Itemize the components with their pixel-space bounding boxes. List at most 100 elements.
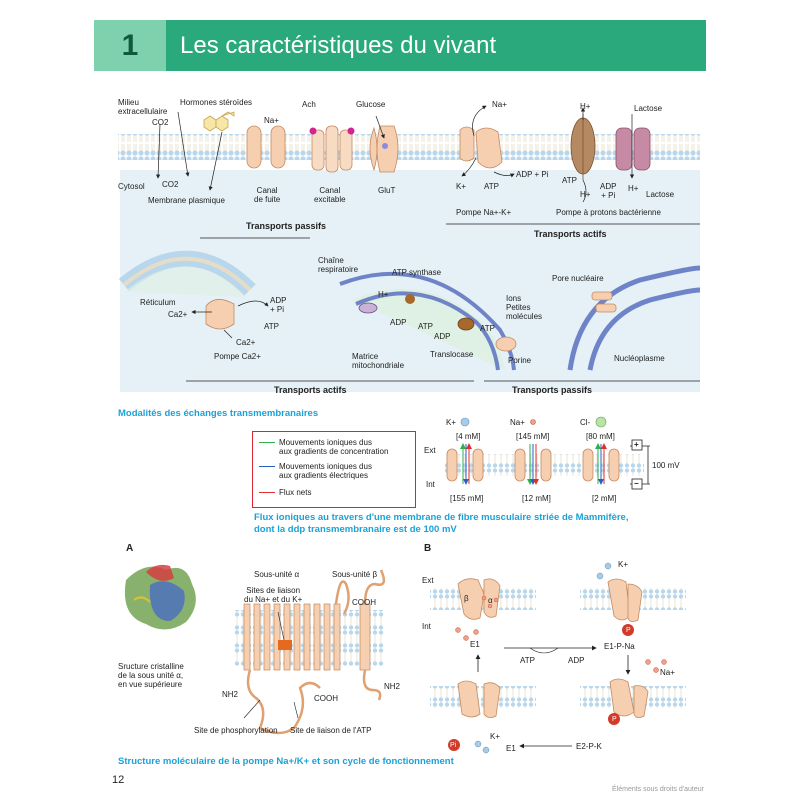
label-ext: Ext [424, 446, 436, 455]
label-glucose: Glucose [356, 100, 386, 109]
atp-synthase [405, 294, 415, 304]
label-nh2-1: NH2 [222, 690, 239, 699]
legend-item-net: Flux nets [259, 488, 311, 497]
panel-a-letter: A [126, 543, 134, 554]
translocase [457, 317, 475, 331]
ion-channels [446, 448, 620, 482]
label-porine: Porine [508, 356, 532, 365]
label-atp2: ATP [562, 176, 577, 185]
phosphate-circle [608, 713, 620, 725]
binding-sites [278, 640, 292, 650]
k-ion [460, 417, 470, 427]
label-adp1: ADP [390, 318, 407, 327]
caption-flux: Flux ioniques au travers d'une membrane … [254, 512, 629, 535]
label-atp-mid: ATP [264, 322, 279, 331]
label-k-ion: K+ [446, 418, 457, 427]
label-ext-b: Ext [422, 576, 434, 585]
label-pompe-ca: Pompe Ca2+ [214, 352, 261, 361]
chapter-title: Les caractéristiques du vivant [180, 32, 497, 59]
pump-states [457, 578, 649, 718]
label-co2-out: CO2 [152, 118, 169, 127]
label-cl-ion: Cl- [580, 418, 591, 427]
cycle-membrane-4 [580, 686, 686, 708]
crystal-structure [124, 564, 196, 630]
label-na-ion: Na+ [510, 418, 525, 427]
label-glut: GluT [378, 186, 396, 195]
beta-subunit-helix [359, 603, 371, 671]
label-structure: Sructure cristalline de la sous unité α,… [118, 662, 184, 689]
label-alpha: α [488, 596, 493, 605]
panel-b-letter: B [424, 543, 432, 554]
label-cl-out: [80 mM] [586, 432, 615, 441]
label-na-top: Na+ [264, 116, 279, 125]
label-cooh2: COOH [314, 694, 338, 703]
label-h-plus: H+ [580, 102, 591, 111]
label-adp-pi2: ADP + Pi [600, 182, 617, 200]
label-pompe-nak: Pompe Na+-K+ [456, 208, 512, 217]
glut-transporter [369, 125, 399, 173]
label-translocase: Translocase [430, 350, 474, 359]
label-p2-b: P [612, 716, 617, 723]
label-adp-pi-mid: ADP + Pi [270, 296, 287, 314]
chapter-header: 1 Les caractéristiques du vivant [94, 20, 706, 71]
plasma-membrane [118, 134, 700, 160]
label-e1pna: E1-P-Na [604, 642, 635, 651]
label-atp-synthase: ATP synthase [392, 268, 442, 277]
label-chaine: Chaîne respiratoire [318, 256, 359, 274]
page-number: 12 [112, 774, 125, 786]
label-pi-b: Pi [450, 742, 457, 749]
porin [495, 336, 517, 352]
label-h-mid: H+ [378, 290, 389, 299]
label-membrane-plasmique: Membrane plasmique [148, 196, 225, 205]
label-canal-excitable: Canal excitable [314, 186, 346, 204]
label-atp-site: Site de liaison de l'ATP [290, 726, 372, 735]
label-adp-b: ADP [568, 656, 585, 665]
label-ions: Ions Petites molécules [506, 294, 543, 321]
label-ach: Ach [302, 100, 316, 109]
label-k-out: [4 mM] [456, 432, 481, 441]
footer-copyright: Éléments sous droits d'auteur [612, 786, 704, 793]
label-voltage: 100 mV [652, 461, 680, 470]
label-transports-passifs-top: Transports passifs [246, 221, 327, 231]
label-cytosol: Cytosol [118, 182, 145, 191]
nuclear-envelope [567, 265, 701, 371]
ach-molecule [347, 127, 355, 135]
label-ca1: Ca2+ [168, 310, 188, 319]
label-milieu: Milieu extracellulaire [118, 98, 168, 116]
label-k-bot-b: K+ [490, 732, 501, 741]
label-int-b: Int [422, 622, 431, 631]
label-ca2: Ca2+ [236, 338, 256, 347]
lactose-permease [615, 127, 651, 171]
cycle-membrane-3 [430, 686, 536, 708]
caption-modalites: Modalités des échanges transmembranaires [118, 408, 319, 419]
outer-mitochondrial-membrane [339, 271, 516, 371]
nuclear-pore [591, 291, 617, 313]
label-na-out: [145 mM] [516, 432, 550, 441]
label-transports-actifs-top: Transports actifs [534, 229, 607, 239]
na-k-pump [459, 126, 503, 169]
chapter-number: 1 [94, 20, 166, 71]
ligand-gated-channel [311, 125, 353, 173]
leak-channel [246, 125, 286, 169]
glucose-molecule [382, 143, 388, 149]
label-p1-b: P [626, 627, 631, 634]
ca-pump [205, 299, 235, 330]
label-na-b: Na+ [660, 668, 675, 677]
label-plus: + [634, 440, 639, 449]
label-pore: Pore nucléaire [552, 274, 604, 283]
label-atp-b: ATP [520, 656, 535, 665]
respiratory-chain [358, 302, 378, 314]
label-h-plus2: H+ [580, 190, 591, 199]
label-transports-actifs-mid: Transports actifs [274, 385, 347, 395]
label-reticulum: Réticulum [140, 298, 176, 307]
legend-item-electrical: Mouvements ioniques dus aux gradients él… [259, 462, 372, 480]
label-transports-passifs-mid: Transports passifs [512, 385, 593, 395]
label-canal-fuite: Canal de fuite [254, 186, 281, 204]
label-e2pk: E2-P-K [576, 742, 602, 751]
ach-molecule [309, 127, 317, 135]
label-hormones: Hormones stéroïdes [180, 98, 253, 107]
label-pompe-protons: Pompe à protons bactérienne [556, 208, 661, 217]
label-h-plus3: H+ [628, 184, 639, 193]
label-co2-in: CO2 [162, 180, 179, 189]
